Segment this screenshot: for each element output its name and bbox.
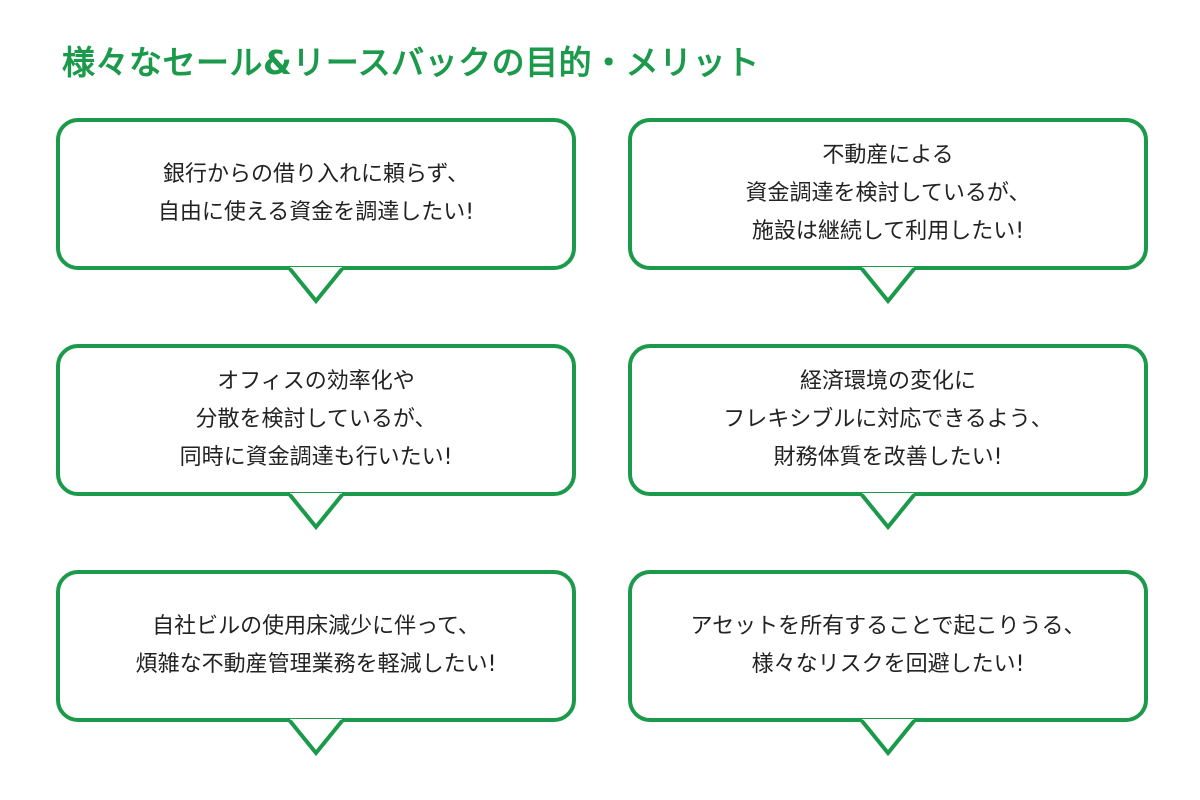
- speech-bubble-1: 銀行からの借り入れに頼らず、 自由に使える資金を調達したい!: [56, 118, 576, 270]
- bubble-3-tail: [288, 493, 344, 531]
- bubble-4-line-2: フレキシブルに対応できるよう、: [723, 407, 1053, 432]
- bubble-3-line-2: 分散を検討しているが、: [195, 407, 437, 432]
- speech-bubble-3: オフィスの効率化や 分散を検討しているが、 同時に資金調達も行いたい!: [56, 344, 576, 496]
- bubble-1-tail: [288, 267, 344, 305]
- page-title: 様々なセール&リースバックの目的・メリット: [62, 43, 760, 82]
- bubble-6-line-2: 様々なリスクを回避したい!: [751, 652, 1025, 677]
- speech-bubble-4: 経済環境の変化に フレキシブルに対応できるよう、 財務体質を改善したい!: [628, 344, 1148, 496]
- bubble-4-line-1: 経済環境の変化に: [799, 369, 976, 394]
- bubble-2-line-1: 不動産による: [822, 143, 954, 168]
- bubble-3-line-1: オフィスの効率化や: [217, 369, 415, 394]
- bubble-5-line-1: 自社ビルの使用床減少に伴って、: [152, 614, 480, 639]
- bubble-2-tail: [860, 267, 916, 305]
- bubble-4-tail: [860, 493, 916, 531]
- bubble-3-line-3: 同時に資金調達も行いたい!: [179, 445, 453, 470]
- bubble-2-line-3: 施設は継続して利用したい!: [751, 219, 1025, 244]
- speech-bubble-5: 自社ビルの使用床減少に伴って、 煩雑な不動産管理業務を軽減したい!: [56, 570, 576, 722]
- speech-bubble-6: アセットを所有することで起こりうる、 様々なリスクを回避したい!: [628, 570, 1148, 722]
- speech-bubble-2: 不動産による 資金調達を検討しているが、 施設は継続して利用したい!: [628, 118, 1148, 270]
- bubble-5-line-2: 煩雑な不動産管理業務を軽減したい!: [135, 652, 497, 677]
- bubble-5-tail: [288, 719, 344, 757]
- bubble-1-line-2: 自由に使える資金を調達したい!: [157, 200, 475, 225]
- bubble-1-line-1: 銀行からの借り入れに頼らず、: [162, 162, 470, 187]
- bubble-6-tail: [860, 719, 916, 757]
- bubble-6-line-1: アセットを所有することで起こりうる、: [690, 614, 1086, 639]
- bubble-2-line-2: 資金調達を検討しているが、: [745, 181, 1031, 206]
- bubble-4-line-3: 財務体質を改善したい!: [773, 445, 1003, 470]
